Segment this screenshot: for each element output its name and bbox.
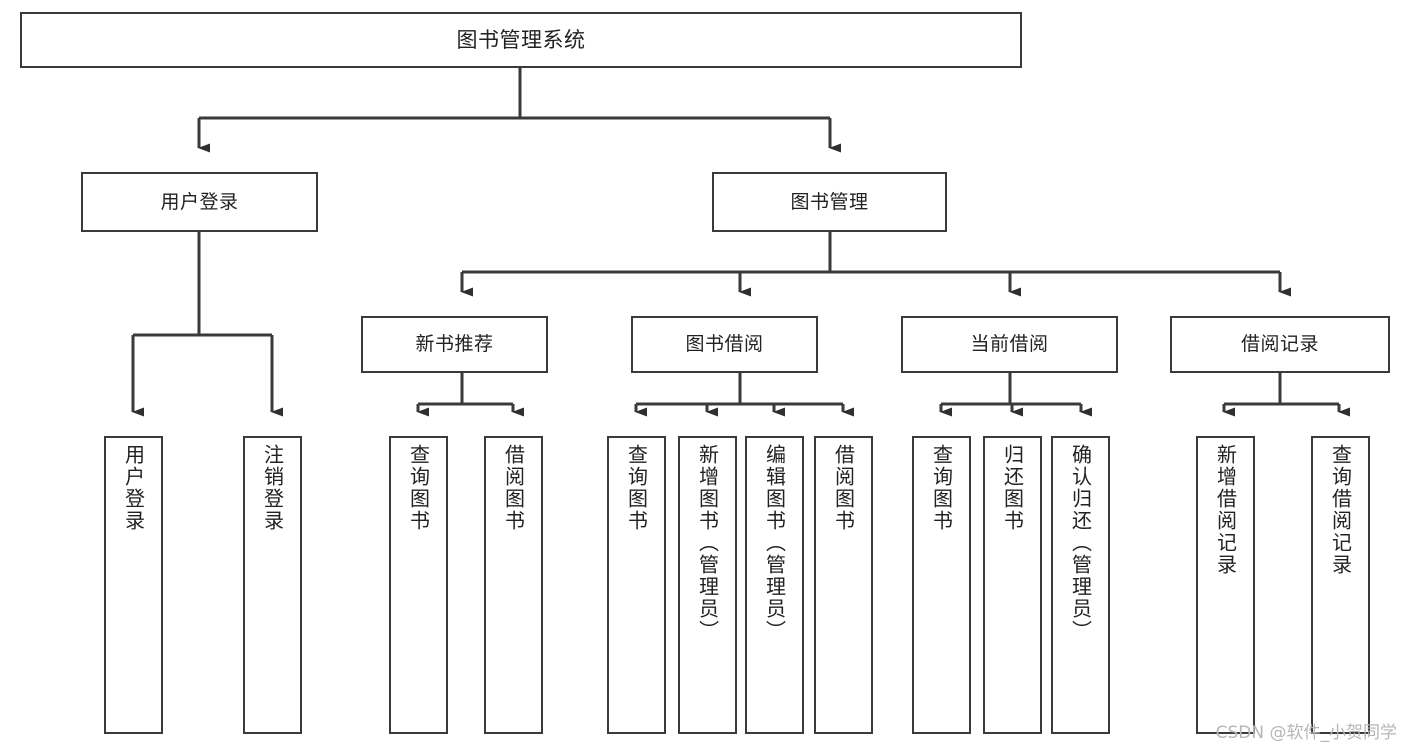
node-label: 借阅记录 <box>1240 333 1319 356</box>
leaf-query-borrow-record[interactable]: 查询借阅记录 <box>1311 436 1370 734</box>
node-label: 查询图书 <box>929 444 954 532</box>
node-label: 注销登录 <box>260 444 285 532</box>
node-label: 新增图书（管理员） <box>695 444 720 642</box>
leaf-edit-book[interactable]: 编辑图书（管理员） <box>745 436 804 734</box>
csdn-watermark: CSDN @软件_小贺同学 <box>1215 723 1397 743</box>
node-label: 图书借阅 <box>685 333 764 356</box>
node-root-system[interactable]: 图书管理系统 <box>20 12 1022 68</box>
node-label: 查询借阅记录 <box>1328 444 1353 576</box>
leaf-user-login[interactable]: 用户登录 <box>104 436 163 734</box>
node-book-borrow[interactable]: 图书借阅 <box>631 316 818 373</box>
leaf-confirm-return[interactable]: 确认归还（管理员） <box>1051 436 1110 734</box>
node-user-login[interactable]: 用户登录 <box>81 172 318 232</box>
node-label: 编辑图书（管理员） <box>762 444 787 642</box>
leaf-query-book-recommend[interactable]: 查询图书 <box>389 436 448 734</box>
node-current-borrow[interactable]: 当前借阅 <box>901 316 1118 373</box>
node-book-manage[interactable]: 图书管理 <box>712 172 947 232</box>
leaf-borrow-book[interactable]: 借阅图书 <box>814 436 873 734</box>
leaf-query-book-current[interactable]: 查询图书 <box>912 436 971 734</box>
node-new-book-recommend[interactable]: 新书推荐 <box>361 316 548 373</box>
node-label: 归还图书 <box>1000 444 1025 532</box>
node-label: 用户登录 <box>160 190 239 213</box>
node-label: 用户登录 <box>121 444 146 532</box>
leaf-add-book[interactable]: 新增图书（管理员） <box>678 436 737 734</box>
leaf-add-borrow-record[interactable]: 新增借阅记录 <box>1196 436 1255 734</box>
node-label: 新增借阅记录 <box>1213 444 1238 576</box>
leaf-borrow-book-recommend[interactable]: 借阅图书 <box>484 436 543 734</box>
node-label: 新书推荐 <box>415 333 494 356</box>
leaf-logout-login[interactable]: 注销登录 <box>243 436 302 734</box>
node-label: 当前借阅 <box>970 333 1049 356</box>
node-label: 图书管理 <box>790 190 869 213</box>
node-label: 图书管理系统 <box>456 27 586 52</box>
leaf-return-book[interactable]: 归还图书 <box>983 436 1042 734</box>
node-borrow-record[interactable]: 借阅记录 <box>1170 316 1390 373</box>
leaf-query-book-borrow[interactable]: 查询图书 <box>607 436 666 734</box>
node-label: 查询图书 <box>624 444 649 532</box>
node-label: 借阅图书 <box>831 444 856 532</box>
node-label: 查询图书 <box>406 444 431 532</box>
node-label: 确认归还（管理员） <box>1068 444 1093 642</box>
node-label: 借阅图书 <box>501 444 526 532</box>
